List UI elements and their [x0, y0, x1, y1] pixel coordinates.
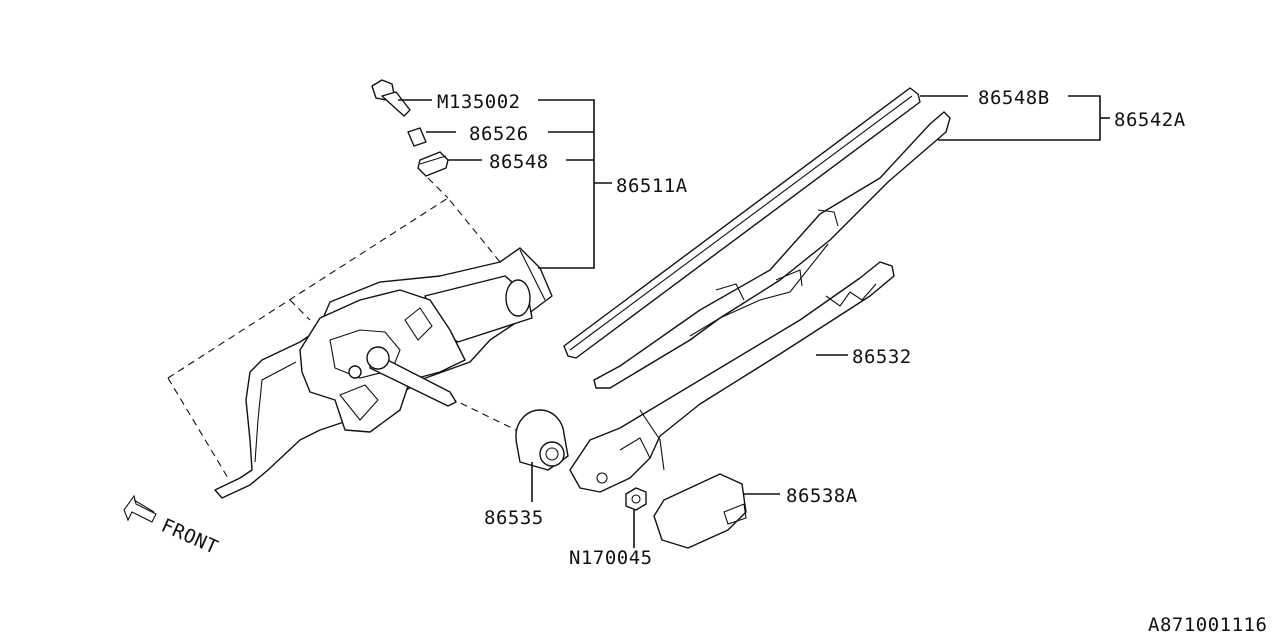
wiper-arm-86532: [569, 261, 895, 493]
leader-lines: [398, 95, 1110, 548]
front-direction-arrow: FRONT: [123, 494, 221, 559]
spacer-86535: [515, 409, 569, 471]
grommet-86548: [417, 151, 449, 177]
dashed-guide-lines: [167, 177, 521, 479]
bushing-86526: [407, 127, 427, 147]
label-86511a: 86511A: [616, 175, 688, 197]
front-label: FRONT: [158, 514, 221, 558]
label-n170045: N170045: [569, 547, 653, 569]
label-m135002: M135002: [437, 91, 521, 113]
bolt-m135002: [371, 79, 411, 117]
motor-end-cap: [505, 279, 531, 317]
blade-rubber-86548B: [563, 87, 921, 359]
spindle-nut: [348, 365, 362, 379]
spindle-boss: [366, 346, 390, 370]
nut-n170045: [625, 487, 647, 511]
wiper-motor-assembly: [214, 247, 553, 499]
label-86538a: 86538A: [786, 485, 858, 507]
label-86548b: 86548B: [978, 87, 1050, 109]
label-86535: 86535: [484, 507, 544, 529]
label-86526: 86526: [469, 123, 529, 145]
wiper-blade-86542A: [593, 111, 951, 389]
label-86548: 86548: [489, 151, 549, 173]
label-86532: 86532: [852, 346, 912, 368]
label-86542a: 86542A: [1114, 109, 1186, 131]
diagram-code: A871001116: [1148, 614, 1267, 636]
part-labels: M135002 86526 86548 86511A 86548B 86542A…: [437, 87, 1267, 636]
arm-cover-86538A: [653, 473, 747, 549]
